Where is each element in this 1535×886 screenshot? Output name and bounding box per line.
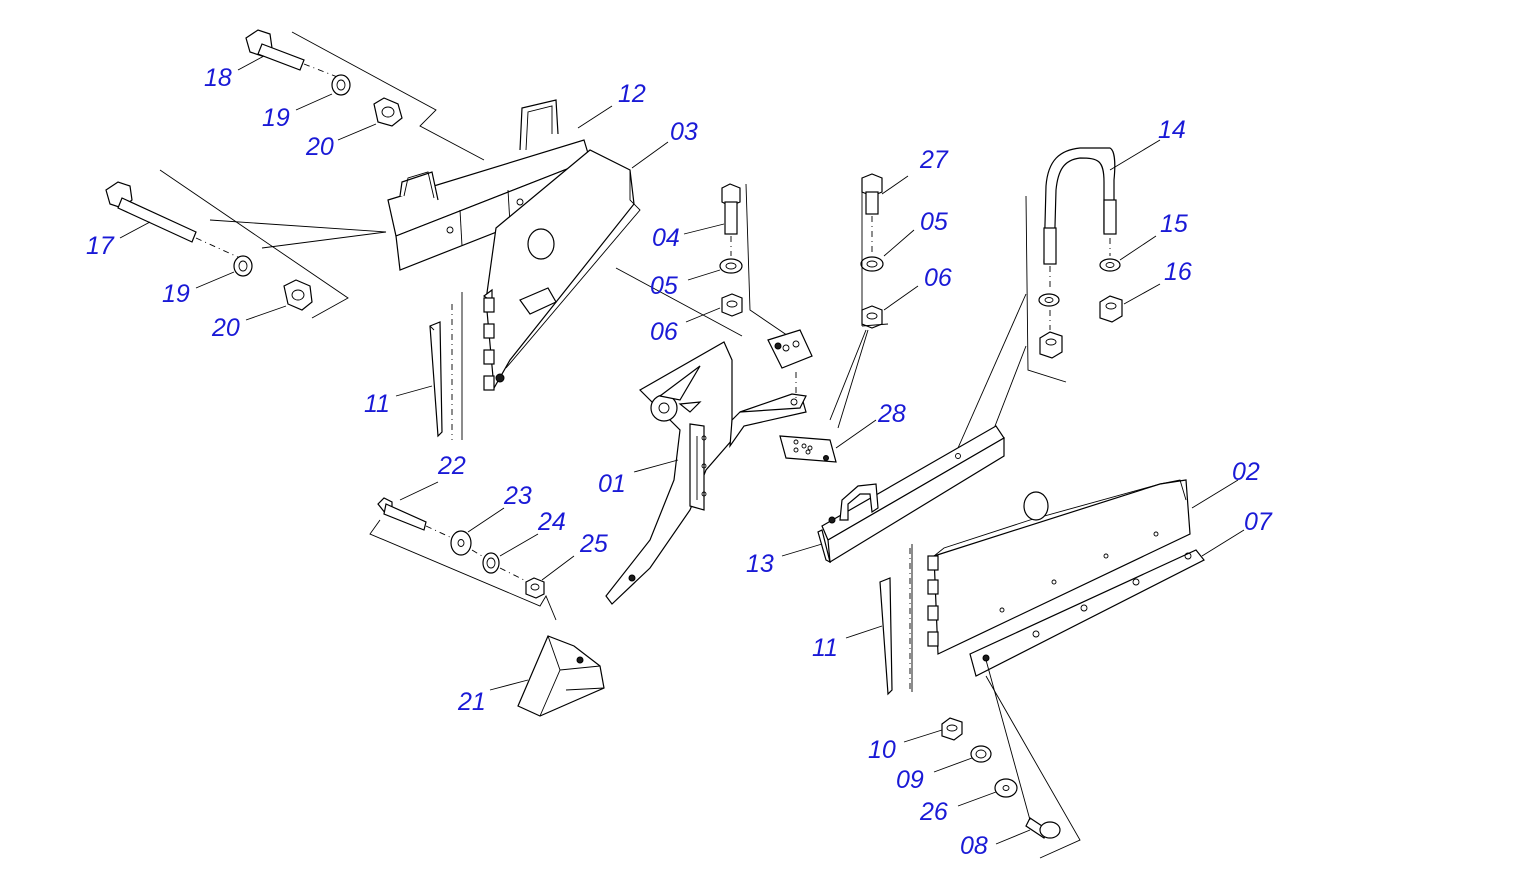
- nut-20-lower: [283, 279, 313, 311]
- bolt-04: [721, 183, 741, 256]
- label-11-upper: 11: [364, 390, 390, 418]
- washer-15: [1099, 258, 1121, 272]
- u-bolt-14: [1043, 147, 1117, 290]
- label-11-lower: 11: [812, 634, 838, 662]
- washer-15b: [1038, 293, 1060, 307]
- nut-16: [1099, 295, 1123, 323]
- label-07: 07: [1244, 508, 1273, 536]
- label-09: 09: [896, 766, 924, 794]
- washer-09: [970, 745, 992, 763]
- washer-24: [482, 552, 500, 574]
- bolt-27: [861, 173, 883, 254]
- pin-11-upper: [429, 321, 443, 438]
- label-23: 23: [503, 482, 532, 510]
- washer-05-right: [860, 256, 884, 272]
- strip-07: [969, 531, 1205, 677]
- label-13: 13: [746, 550, 774, 578]
- label-06-centre: 06: [650, 318, 678, 346]
- nut-16b: [1039, 331, 1063, 359]
- shank-bracket-03: [483, 149, 641, 391]
- nut-20-upper: [373, 97, 403, 127]
- shank-01: [605, 341, 807, 605]
- nut-25: [525, 577, 545, 599]
- bracket-02: [927, 479, 1191, 655]
- label-14: 14: [1158, 116, 1186, 144]
- label-08: 08: [960, 832, 988, 860]
- plate-28: [779, 435, 837, 463]
- label-17: 17: [86, 232, 115, 260]
- leader-lines: [119, 55, 1245, 845]
- label-06-right: 06: [924, 264, 952, 292]
- label-19-lower: 19: [162, 280, 190, 308]
- label-18: 18: [204, 64, 232, 92]
- label-28: 28: [877, 400, 906, 428]
- point-21: [517, 635, 605, 717]
- pin-22: [377, 497, 453, 539]
- nut-10: [941, 717, 963, 741]
- label-05-right: 05: [920, 208, 948, 236]
- bolt-08: [1025, 817, 1061, 839]
- label-05-centre: 05: [650, 272, 678, 300]
- washer-19-upper: [331, 74, 351, 96]
- nut-06-centre: [721, 293, 743, 317]
- label-02: 02: [1232, 458, 1260, 486]
- bolt-18: [245, 29, 341, 79]
- label-24: 24: [537, 508, 566, 536]
- label-12: 12: [618, 80, 646, 108]
- label-21: 21: [457, 688, 486, 716]
- pin-11-lower: [879, 577, 893, 696]
- washer-05-centre: [719, 258, 743, 274]
- label-01: 01: [598, 470, 626, 498]
- bush-23: [450, 530, 472, 556]
- bracket-plate: [767, 329, 813, 369]
- bolt-17: [105, 181, 241, 259]
- label-03: 03: [670, 118, 698, 146]
- label-22: 22: [437, 452, 466, 480]
- label-04: 04: [652, 224, 680, 252]
- washer-19-lower: [233, 255, 253, 277]
- spacer-26: [994, 778, 1018, 798]
- label-19-upper: 19: [262, 104, 290, 132]
- clamp-13: [817, 425, 1005, 564]
- label-16: 16: [1164, 258, 1192, 286]
- label-20-lower: 20: [211, 314, 240, 342]
- label-25: 25: [579, 530, 608, 558]
- label-26: 26: [919, 798, 948, 826]
- label-27: 27: [919, 146, 949, 174]
- label-20-upper: 20: [305, 133, 334, 161]
- label-15: 15: [1160, 210, 1188, 238]
- label-10: 10: [868, 736, 896, 764]
- clamp-12: [387, 99, 591, 271]
